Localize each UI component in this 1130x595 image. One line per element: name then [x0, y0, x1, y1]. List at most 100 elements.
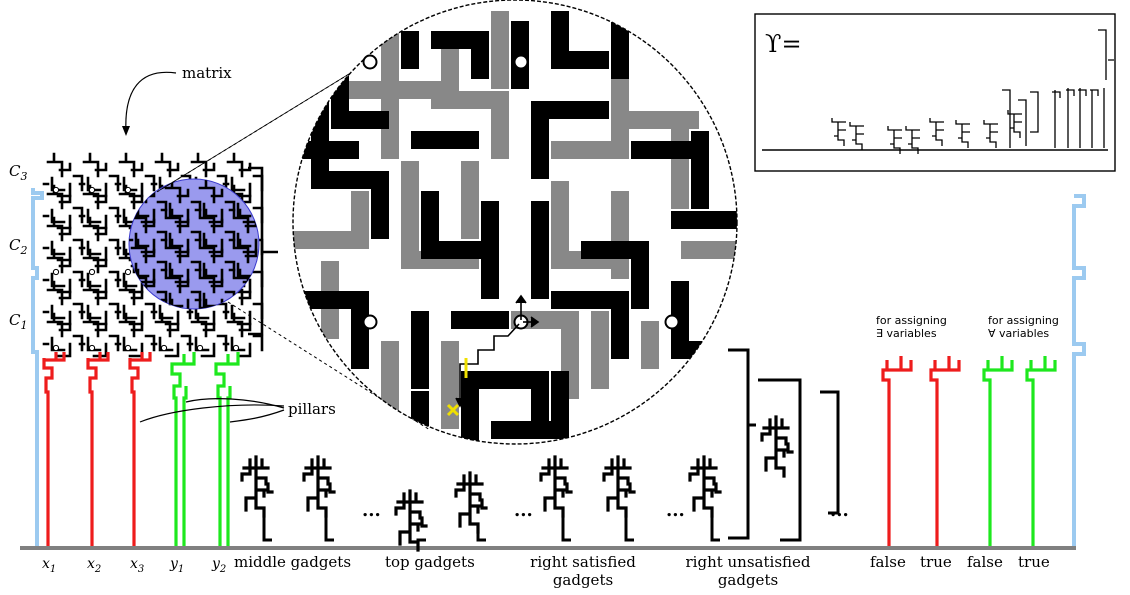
forall-false-label: false: [967, 553, 1003, 571]
assign-forall-false: [982, 356, 1014, 546]
move-arrows: [455, 294, 540, 408]
assign-forall-true: [1025, 356, 1057, 546]
var-x1: x1: [42, 556, 56, 575]
var-x3: x3: [130, 556, 144, 575]
matrix-junction: [52, 268, 60, 276]
row-label-c2: C2: [9, 236, 27, 257]
right-unsatisfied-label-1: right unsatisfied: [686, 553, 811, 571]
exists-label-1: for assigning: [876, 314, 947, 327]
middle-gadgets-label: middle gadgets: [234, 553, 351, 571]
matrix-cell: [42, 152, 84, 198]
matrix-cell: [42, 184, 84, 230]
matrix-cell: [78, 216, 120, 262]
right-frame: [1072, 194, 1086, 546]
dots: ... ... ... ...: [362, 500, 849, 521]
matrix-cell: [114, 312, 156, 358]
pillars-label: pillars: [288, 400, 336, 418]
group-labels: middle gadgets top gadgets right satisfi…: [234, 553, 811, 589]
matrix-cell: [114, 152, 156, 198]
mini-bracket: [1002, 29, 1107, 148]
forall-true-label: true: [1018, 553, 1050, 571]
pillar-y2: [214, 352, 240, 546]
junction-top-center: [513, 54, 529, 70]
var-x2: x2: [87, 556, 101, 575]
var-y1: y1: [169, 556, 184, 575]
gadget-raised: [760, 415, 794, 478]
gadget-leg: [416, 538, 426, 550]
mini-connectors: [1052, 59, 1114, 98]
assign-exists-true: [929, 356, 961, 546]
matrix-junction: [232, 344, 240, 352]
exists-label-2: ∃ variables: [876, 327, 937, 340]
dots-3: ...: [666, 500, 685, 521]
matrix-junction: [124, 344, 132, 352]
matrix-junction: [124, 186, 132, 194]
dots-1: ...: [362, 500, 381, 521]
assignment-gadgets: [881, 356, 1057, 546]
x-marker: [446, 403, 460, 417]
matrix-cell: [78, 280, 120, 326]
matrix-cell: [78, 184, 120, 230]
matrix-bracket: [248, 166, 278, 336]
matrix-cell: [186, 312, 228, 358]
forall-label-1: for assigning: [988, 314, 1059, 327]
junction-left: [362, 314, 378, 330]
matrix-cell: [42, 248, 84, 294]
gadget-leg: [324, 516, 334, 542]
magnified-cell: [264, 270, 302, 312]
row-label-c3: C3: [9, 162, 27, 183]
mini-gadget: [831, 118, 846, 146]
brackets: [728, 348, 840, 542]
gadget-leg: [624, 516, 634, 542]
matrix-junction: [52, 344, 60, 352]
top-gadgets-label: top gadgets: [385, 553, 475, 571]
matrix-junction: [88, 186, 96, 194]
pillar-arrows: [139, 398, 285, 423]
matrix-junction: [52, 186, 60, 194]
row-labels: C3 C2 C1: [9, 162, 27, 332]
right-satisfied-label-1: right satisfied: [530, 553, 636, 571]
pillar-x3: [128, 352, 152, 546]
exists-true-label: true: [920, 553, 952, 571]
mini-gadget: [1007, 110, 1022, 138]
gadget-6: [602, 455, 636, 518]
matrix-cell: [78, 248, 120, 294]
magnified-cell: [264, 300, 302, 342]
forall-label-2: ∀ variables: [988, 327, 1049, 340]
gadget-leg: [710, 516, 720, 542]
right-unsatisfied-label-2: gadgets: [718, 571, 778, 589]
gadget-2: [302, 455, 336, 518]
gadgets-row: [240, 415, 794, 552]
mini-gadget: [929, 118, 944, 146]
gadget-leg: [476, 532, 486, 542]
matrix-arrow: [125, 71, 177, 133]
matrix-junction: [88, 344, 96, 352]
assigning-labels: for assigning ∃ variables for assigning …: [876, 314, 1059, 340]
matrix-junction: [196, 344, 204, 352]
matrix-label: matrix: [182, 64, 232, 82]
matrix-cell: [42, 280, 84, 326]
junction-right: [664, 314, 680, 330]
gadget-5: [539, 455, 573, 518]
mini-gadget: [849, 122, 864, 150]
matrix-cell: [78, 312, 120, 358]
mini-gadget: [887, 126, 902, 154]
variable-labels: x1 x2 x3 y1 y2: [42, 556, 226, 575]
magnifier-region: [128, 178, 302, 342]
matrix-cell: [78, 152, 120, 198]
assign-exists-false: [881, 356, 913, 546]
pillar-x2: [86, 352, 110, 546]
exists-false-label: false: [870, 553, 906, 571]
upsilon-label: ϒ=: [765, 30, 802, 58]
dots-2: ...: [514, 500, 533, 521]
mini-gadget: [905, 126, 920, 154]
var-y2: y2: [211, 556, 226, 575]
upsilon-inset: ϒ=: [754, 13, 1116, 172]
left-frame: [31, 188, 44, 546]
pillars-group: [42, 352, 240, 546]
gadget-leg: [262, 516, 272, 542]
right-satisfied-label-2: gadgets: [553, 571, 613, 589]
matrix-cell: [42, 216, 84, 262]
